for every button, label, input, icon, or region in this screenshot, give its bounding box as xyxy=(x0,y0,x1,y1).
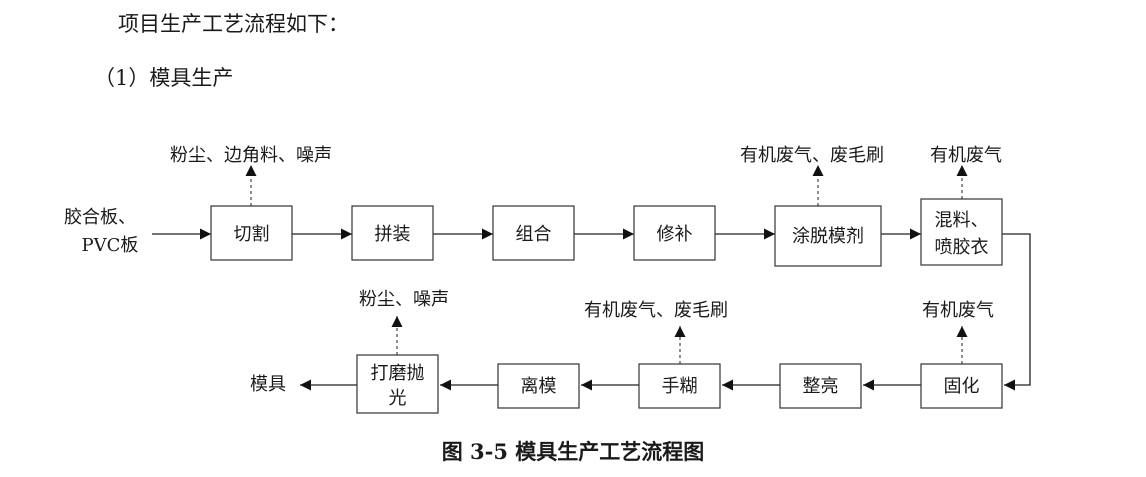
step-label: 拼装 xyxy=(375,224,411,245)
step-cure: 固化 xyxy=(920,363,1003,409)
step-grind-polish: 打磨抛 光 xyxy=(356,354,439,414)
step-label: 喷胶衣 xyxy=(935,237,989,258)
step-label: 整亮 xyxy=(803,376,839,397)
step-label: 混料、 xyxy=(935,210,989,231)
step-label: 组合 xyxy=(516,224,552,245)
input-label: 胶合板、 xyxy=(64,207,136,228)
step-label: 手糊 xyxy=(662,376,698,397)
intro-text: 项目生产工艺流程如下： xyxy=(118,12,349,36)
step-assemble: 组合 xyxy=(492,205,575,261)
input-label: PVC板 xyxy=(82,235,139,256)
output-label: 模具 xyxy=(250,374,286,395)
step-label: 打磨抛 xyxy=(371,363,425,384)
step-release-agent: 涂脱模剂 xyxy=(774,205,882,267)
step-label: 涂脱模剂 xyxy=(792,226,864,247)
step-splice: 拼装 xyxy=(351,205,434,261)
step-label: 切割 xyxy=(234,224,270,245)
step-repair: 修补 xyxy=(633,205,716,261)
step-label: 离模 xyxy=(521,376,557,397)
step-brighten: 整亮 xyxy=(779,363,862,409)
step-cut: 切割 xyxy=(210,205,293,261)
step-mix-gelcoat: 混料、 喷胶衣 xyxy=(920,198,1003,266)
step-label: 固化 xyxy=(944,376,980,397)
step-label: 修补 xyxy=(657,224,693,245)
step-hand-layup: 手糊 xyxy=(638,363,721,409)
figure-caption: 图 3-5 模具生产工艺流程图 xyxy=(441,439,705,464)
emission-label: 粉尘、噪声 xyxy=(359,289,449,310)
emission-label: 粉尘、边角料、噪声 xyxy=(170,145,332,166)
step-demold: 离模 xyxy=(497,363,580,409)
emission-label: 有机废气、废毛刷 xyxy=(584,300,728,321)
emission-label: 有机废气 xyxy=(930,145,1002,166)
emission-label: 有机废气 xyxy=(922,300,994,321)
emission-label: 有机废气、废毛刷 xyxy=(740,145,884,166)
section-title: （1）模具生产 xyxy=(94,66,234,90)
flow-connector xyxy=(1002,233,1031,391)
step-label: 光 xyxy=(389,388,407,409)
